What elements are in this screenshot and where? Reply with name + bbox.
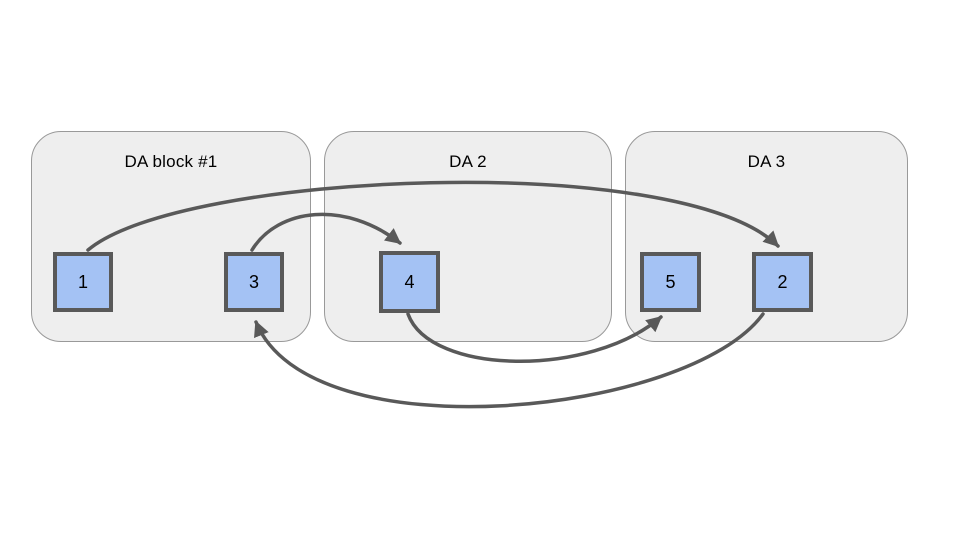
node-box-2-label: 2 bbox=[777, 271, 788, 292]
edge-2-to-3 bbox=[254, 312, 765, 409]
node-box-1-label: 1 bbox=[77, 271, 88, 292]
da-block-2: DA 2 bbox=[324, 131, 612, 342]
edge-1-to-2 bbox=[86, 180, 780, 252]
da-block-3-title: DA 3 bbox=[747, 152, 786, 171]
node-box-5-label: 5 bbox=[665, 271, 676, 292]
edge-3-to-4 bbox=[250, 212, 402, 252]
node-box-1: 1 bbox=[53, 252, 113, 312]
node-box-4: 4 bbox=[379, 251, 440, 313]
node-box-5: 5 bbox=[640, 252, 701, 312]
node-box-3-label: 3 bbox=[248, 271, 259, 292]
node-box-3: 3 bbox=[224, 252, 284, 312]
da-block-1-title: DA block #1 bbox=[124, 152, 218, 171]
da-block-2-title: DA 2 bbox=[449, 152, 487, 171]
node-box-2: 2 bbox=[752, 252, 813, 312]
edge-4-to-5 bbox=[406, 312, 663, 363]
node-box-4-label: 4 bbox=[404, 271, 415, 292]
